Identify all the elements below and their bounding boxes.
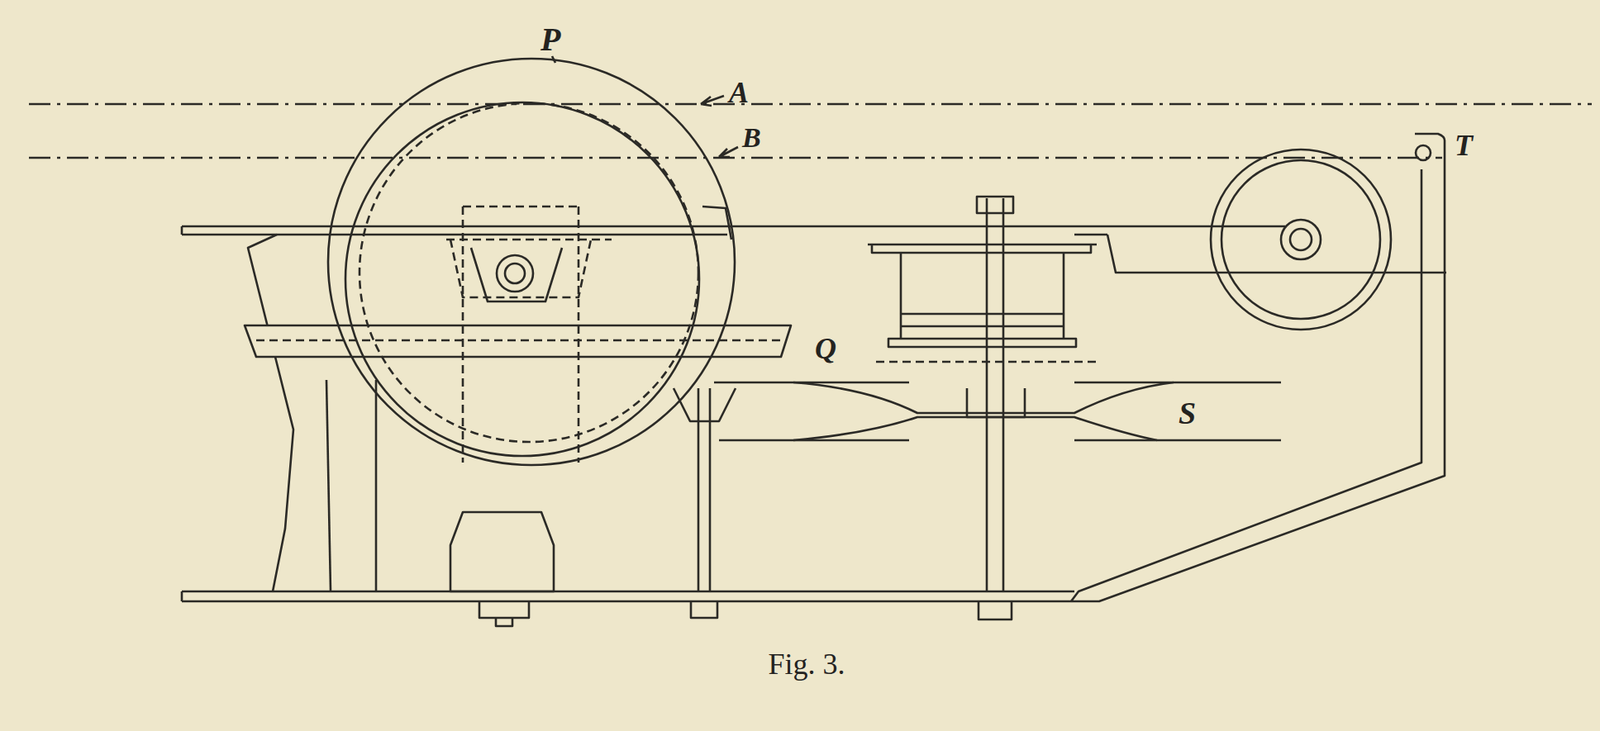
hidden-line [359, 103, 699, 443]
pulley-hub [673, 388, 736, 422]
bearing-block [450, 512, 554, 592]
leader-line [719, 147, 739, 158]
shaft [1290, 228, 1312, 251]
support-foot [247, 234, 294, 592]
upper-rail [1107, 226, 1447, 273]
bearing [471, 247, 562, 302]
wheel-rim [345, 102, 700, 457]
bevel-disk [244, 325, 791, 358]
hidden-line [462, 206, 579, 463]
figure-caption: Fig. 3. [767, 649, 845, 680]
shaft [1280, 219, 1321, 260]
support-foot [326, 380, 331, 592]
nut [978, 601, 1012, 620]
hidden-line [876, 361, 1097, 364]
part-label: P [538, 23, 562, 57]
nut [690, 601, 718, 619]
drum [900, 314, 1064, 327]
part-label: S [1176, 397, 1198, 429]
shaft [986, 198, 1004, 592]
drum-flange [867, 244, 1097, 253]
shaft [496, 255, 534, 292]
pulley-cone [793, 382, 1174, 414]
pulley-cone [793, 417, 1158, 441]
part-label: T [1452, 130, 1475, 161]
part-label: B [740, 123, 763, 153]
reference-line [28, 157, 1443, 160]
frame-rail [181, 226, 1108, 235]
bracket [1071, 133, 1445, 602]
bracket-hole [1415, 145, 1431, 161]
small-wheel [1210, 149, 1391, 330]
part-label: Q [813, 333, 839, 364]
leader-line [700, 95, 724, 106]
support-foot [375, 380, 378, 592]
reference-line [28, 103, 1592, 106]
drum-flange [888, 338, 1077, 348]
part-label: A [727, 77, 751, 108]
frame-rail [181, 591, 1075, 602]
nut [976, 196, 1014, 214]
hub [966, 388, 1025, 418]
nut [479, 601, 529, 627]
hidden-line [256, 339, 786, 343]
shaft [698, 388, 710, 592]
large-wheel [328, 58, 735, 466]
small-wheel-rim [1221, 160, 1381, 320]
shaft [504, 263, 525, 284]
drum [900, 252, 1064, 339]
